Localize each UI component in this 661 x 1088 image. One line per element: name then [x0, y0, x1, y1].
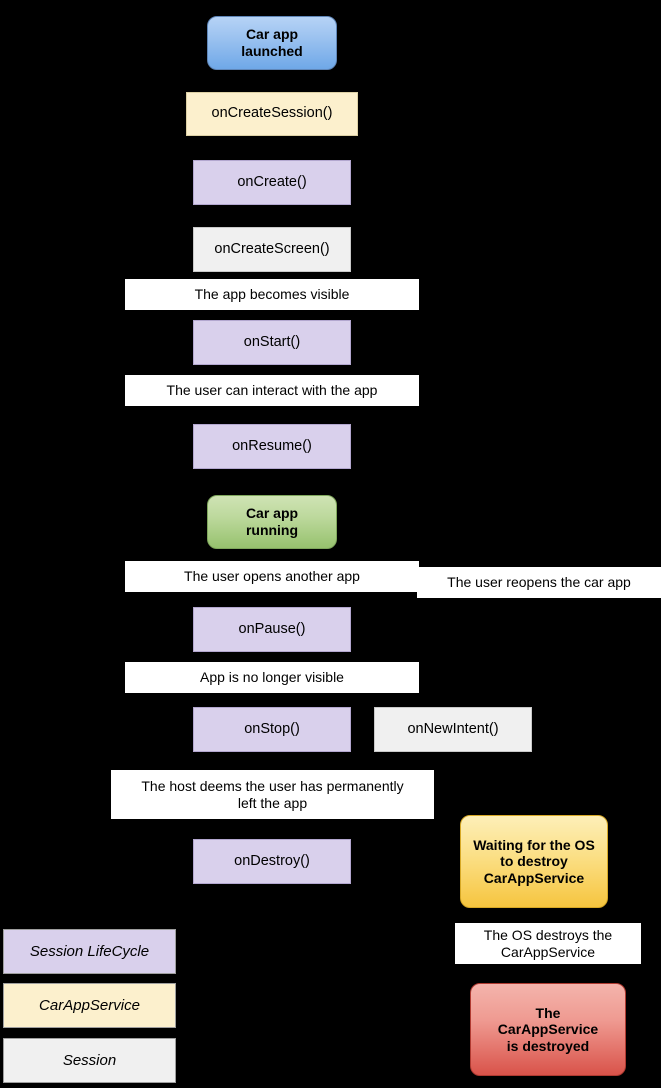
node-on-create-screen: onCreateScreen() [193, 227, 351, 272]
node-host-deems-left-app: The host deems the user has permanently … [111, 770, 434, 819]
legend-session: Session [3, 1038, 176, 1083]
edge-no-longer-visible-to-stop [271, 693, 273, 707]
edge-stop-to-host-deems [271, 752, 273, 770]
node-on-stop: onStop() [193, 707, 351, 752]
edge-destroy-to-waiting [351, 861, 460, 863]
edge-interact-to-resume [271, 406, 273, 424]
edge-new-intent-up [452, 690, 454, 707]
edge-create-screen-to-visible [271, 272, 273, 279]
node-os-destroys-service: The OS destroys the CarAppService [455, 923, 641, 964]
node-user-reopens-car-app: The user reopens the car app [417, 567, 661, 598]
node-on-pause: onPause() [193, 607, 351, 652]
legend-session-lifecycle: Session LifeCycle [3, 929, 176, 974]
node-on-create: onCreate() [193, 160, 351, 205]
edge-host-deems-to-destroy [271, 819, 273, 839]
legend-car-app-service: CarAppService [3, 983, 176, 1028]
node-car-app-running: Car app running [207, 495, 337, 549]
edge-create-session-to-create [271, 136, 273, 160]
edge-waiting-to-os-destroys [534, 908, 536, 923]
node-on-destroy: onDestroy() [193, 839, 351, 884]
node-on-start: onStart() [193, 320, 351, 365]
node-app-becomes-visible: The app becomes visible [125, 279, 419, 310]
node-app-no-longer-visible: App is no longer visible [125, 662, 419, 693]
edge-start-to-interact [271, 365, 273, 375]
edge-running-to-opens-another [271, 549, 273, 561]
node-user-can-interact: The user can interact with the app [125, 375, 419, 406]
node-car-app-launched: Car app launched [207, 16, 337, 70]
node-car-app-service-destroyed: The CarAppService is destroyed [470, 983, 626, 1076]
node-user-opens-another-app: The user opens another app [125, 561, 419, 592]
node-waiting-for-os: Waiting for the OS to destroy CarAppServ… [460, 815, 608, 908]
edge-visible-to-start [271, 310, 273, 320]
edge-os-destroys-to-destroyed [534, 964, 536, 983]
node-on-create-session: onCreateSession() [186, 92, 358, 136]
node-on-resume: onResume() [193, 424, 351, 469]
node-on-new-intent: onNewIntent() [374, 707, 532, 752]
edge-resume-to-running [271, 469, 273, 495]
edge-opens-another-to-pause [271, 592, 273, 607]
edge-pause-to-no-longer-visible [271, 652, 273, 662]
edge-launched-to-create-session [271, 70, 273, 92]
edge-create-to-create-screen [271, 205, 273, 227]
